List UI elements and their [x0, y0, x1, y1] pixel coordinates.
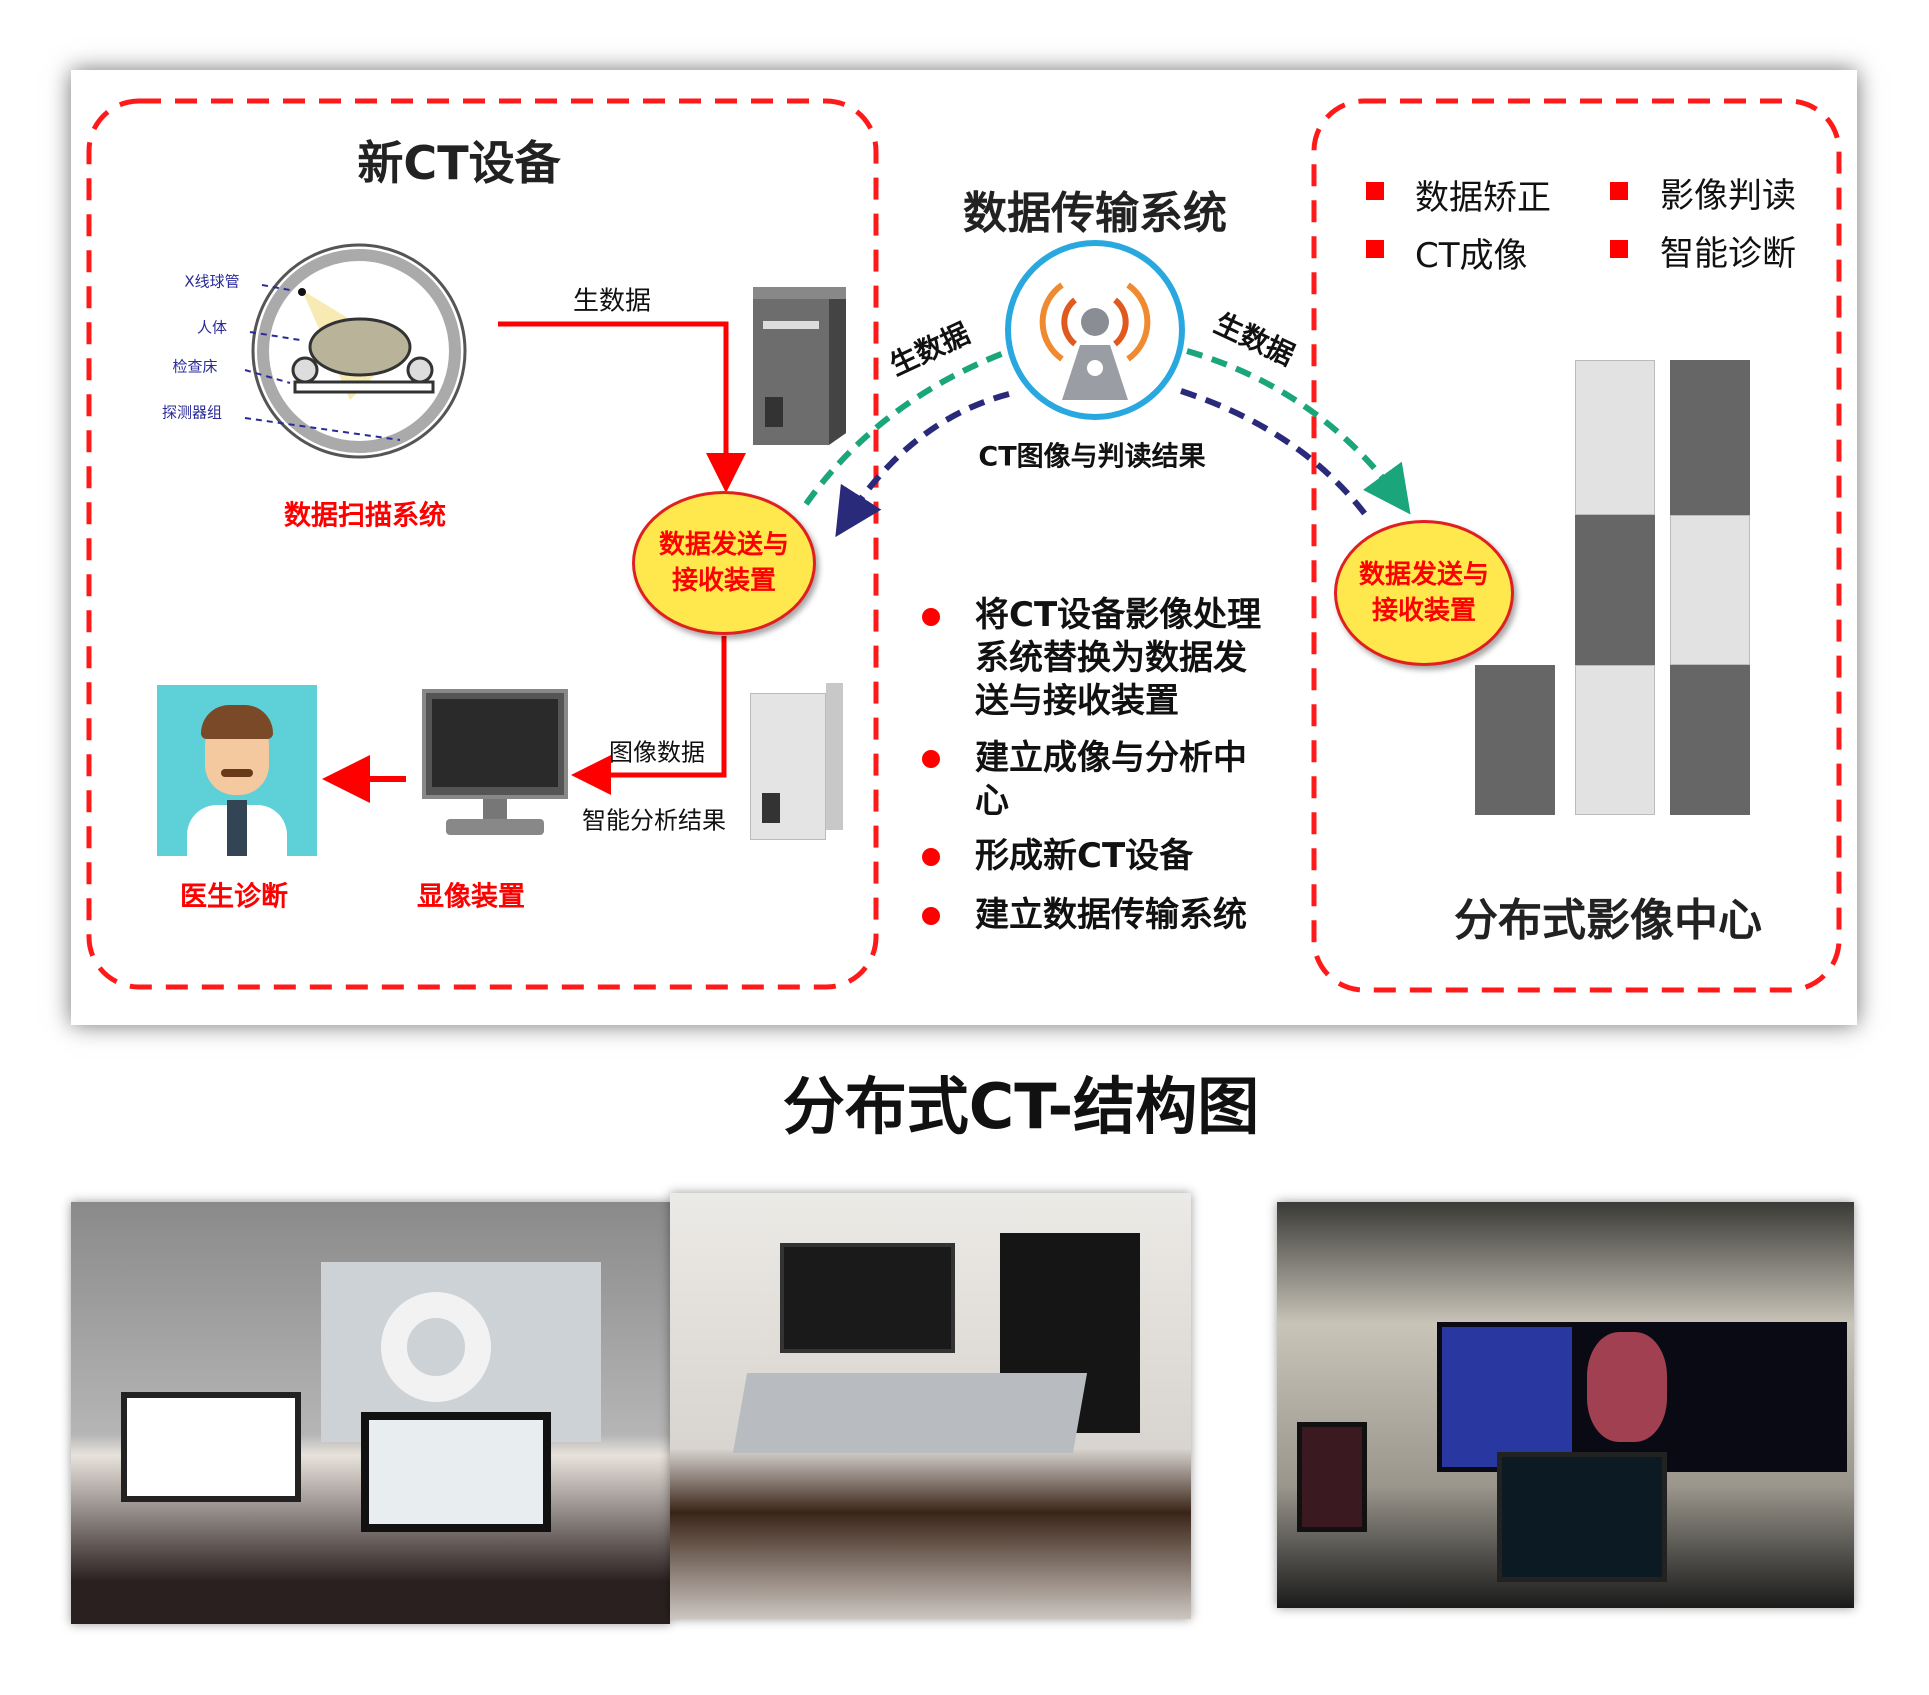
result-label: CT图像与判读结果 [978, 441, 1206, 473]
left-dashed-box [86, 98, 879, 990]
legend-image-reading: 影像判读 [1660, 176, 1796, 216]
transceiver-right-line1: 数据发送与 [1358, 560, 1489, 590]
right-dashed-box [1311, 98, 1842, 993]
transceiver-right-line2: 接收装置 [1371, 596, 1476, 626]
legend-square-icon [1610, 182, 1628, 200]
bullet-icon [922, 608, 940, 626]
imaging-center-title: 分布式影像中心 [1454, 895, 1762, 946]
green-arc-left [803, 348, 1011, 506]
doctor-diagnosis-label: 医生诊断 [180, 881, 288, 913]
bullet-text-2: 建立成像与分析中心 [975, 738, 1247, 821]
scanner-label-bed: 检查床 [172, 357, 218, 376]
display-device-label: 显像装置 [417, 881, 525, 913]
bullet-icon [922, 848, 940, 866]
legend-square-icon [1366, 182, 1384, 200]
image-data-arrow [571, 636, 727, 795]
diagram-panel [71, 70, 1857, 1025]
transceiver-right: 数据发送与 接收装置 [1334, 520, 1514, 666]
raw-data-label: 生数据 [572, 286, 652, 317]
bullet-text-3: 形成新CT设备 [975, 836, 1194, 876]
transceiver-left: 数据发送与 接收装置 [632, 491, 816, 635]
new-ct-title: 新CT设备 [357, 136, 561, 190]
raw-data-arrow [498, 321, 746, 493]
display-monitor-icon [418, 689, 572, 843]
green-arc-right [1186, 348, 1411, 515]
legend-square-icon [1610, 240, 1628, 258]
diagram-lines [86, 98, 1842, 993]
transceiver-left-line2: 接收装置 [671, 566, 776, 596]
transceiver-left-line1: 数据发送与 [658, 530, 789, 560]
server-cluster-icon [1470, 360, 1770, 820]
doctor-avatar [157, 685, 317, 865]
scanner-label-detector: 探测器组 [161, 403, 223, 422]
legend-ct-imaging: CT成像 [1415, 236, 1528, 276]
ct-scanner-icon [244, 243, 467, 459]
bullet-text-1: 将CT设备影像处理系统替换为数据发送与接收装置 [975, 595, 1262, 721]
legend-smart-diagnosis: 智能诊断 [1660, 234, 1796, 274]
image-data-label: 图像数据 [609, 738, 705, 767]
figure-caption: 分布式CT-结构图 [782, 1070, 1260, 1143]
legend-data-correction: 数据矫正 [1415, 178, 1551, 218]
scan-system-label: 数据扫描系统 [284, 500, 446, 532]
server-icon [750, 683, 843, 840]
bullet-icon [922, 907, 940, 925]
navy-arc-right [1180, 388, 1368, 516]
bullet-icon [922, 750, 940, 768]
photo-ct-room [71, 1202, 670, 1624]
analysis-result-label: 智能分析结果 [582, 806, 726, 835]
photo-equipment [670, 1193, 1191, 1619]
scanner-label-body: 人体 [196, 318, 228, 337]
server-icon [753, 287, 846, 445]
photo-imaging-center [1277, 1202, 1854, 1608]
signal-tower-icon [1005, 240, 1185, 420]
scanner-label-xray-tube: X线球管 [184, 272, 240, 291]
transfer-system-title: 数据传输系统 [963, 188, 1227, 239]
legend-square-icon [1366, 240, 1384, 258]
navy-arc-left [835, 391, 1010, 538]
bullet-text-4: 建立数据传输系统 [975, 895, 1247, 935]
